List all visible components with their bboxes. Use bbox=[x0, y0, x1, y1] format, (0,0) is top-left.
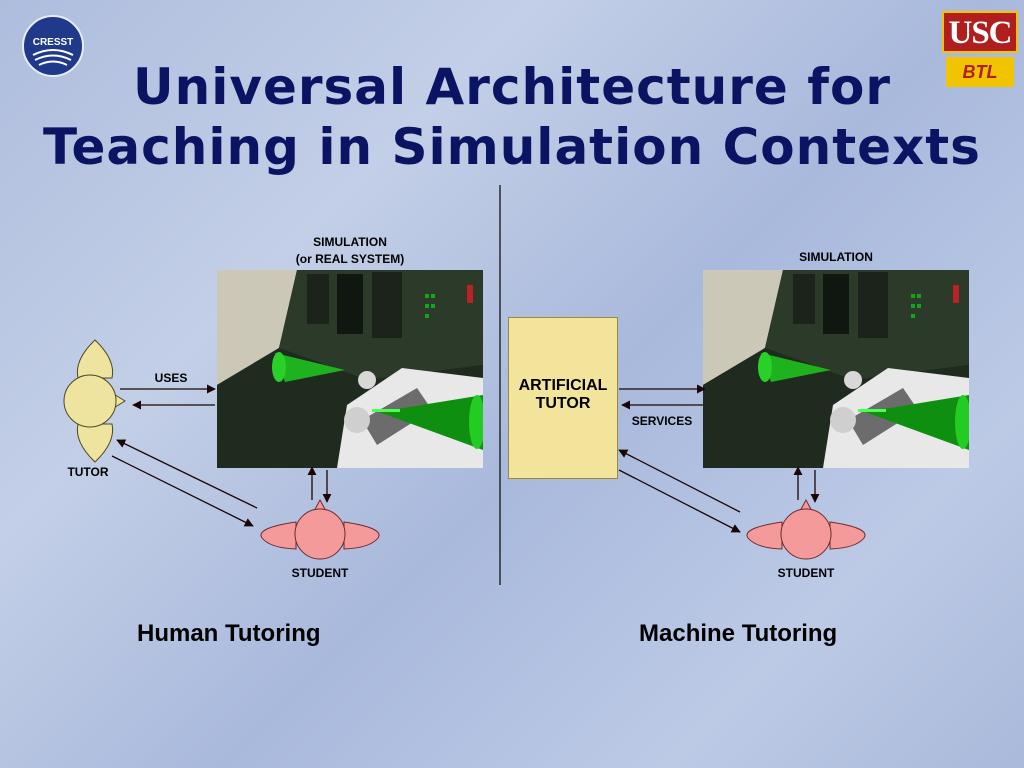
simulation-label-right: SIMULATION bbox=[799, 250, 873, 264]
student-label-right: STUDENT bbox=[777, 566, 835, 580]
slide-title-line-1: Universal Architecture for bbox=[133, 58, 891, 116]
student-label-left: STUDENT bbox=[291, 566, 349, 580]
cresst-logo-text: CRESST bbox=[33, 37, 74, 48]
artificial-tutor-box: ARTIFICIAL TUTOR bbox=[508, 317, 618, 479]
simulation-label-left: SIMULATION bbox=[313, 235, 387, 249]
tutor-label: TUTOR bbox=[67, 465, 109, 479]
usc-logo-text: USC bbox=[948, 15, 1012, 51]
caption-human-tutoring: Human Tutoring bbox=[137, 620, 321, 647]
caption-machine-tutoring: Machine Tutoring bbox=[639, 620, 838, 647]
btl-logo-block: BTL bbox=[946, 57, 1014, 87]
slide-title-line-2: Teaching in Simulation Contexts bbox=[43, 118, 981, 176]
usc-logo-block: USC bbox=[942, 11, 1018, 53]
simulation-sublabel-left: (or REAL SYSTEM) bbox=[295, 252, 405, 266]
arrow-student-to-tutor bbox=[116, 439, 258, 509]
arrow-tutor-to-student bbox=[111, 455, 254, 527]
usc-btl-logo: USC BTL bbox=[942, 11, 1018, 89]
tutor-figure-icon bbox=[63, 339, 126, 463]
btl-logo-text: BTL bbox=[962, 62, 998, 82]
services-label: SERVICES bbox=[631, 414, 693, 428]
student-figure-left-icon bbox=[260, 498, 380, 560]
uses-label: USES bbox=[154, 371, 188, 385]
simulation-image-left bbox=[217, 270, 483, 468]
simulation-image-right bbox=[703, 270, 969, 468]
artificial-tutor-line-2: TUTOR bbox=[535, 395, 591, 412]
artificial-tutor-line-1: ARTIFICIAL bbox=[518, 377, 608, 394]
student-figure-right-icon bbox=[746, 498, 866, 560]
arrow-ai-to-student bbox=[618, 469, 741, 533]
arrow-student-to-ai bbox=[618, 449, 741, 513]
cresst-logo: CRESST bbox=[22, 15, 84, 77]
